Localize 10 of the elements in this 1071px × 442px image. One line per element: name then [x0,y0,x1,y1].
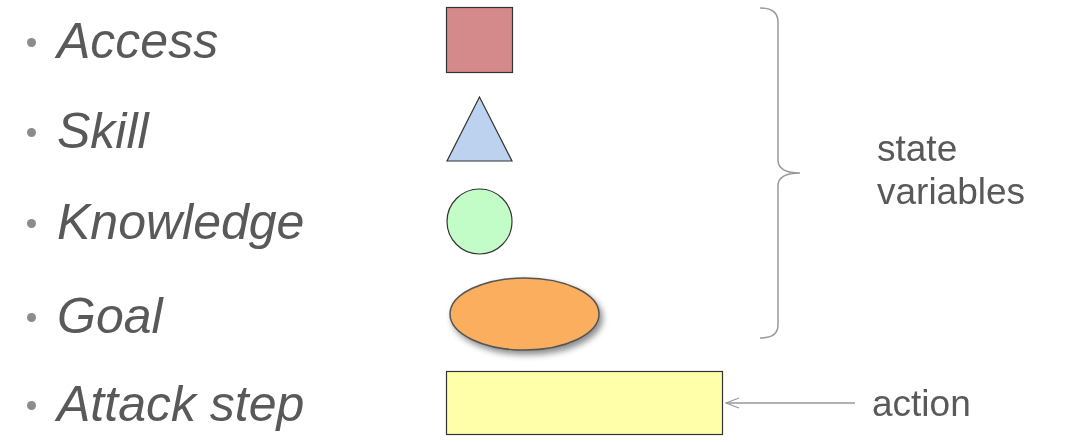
rectangle-symbol [446,371,723,435]
triangle-symbol [446,96,513,162]
circle-symbol [446,188,513,255]
bracket-label: state variables [877,127,1027,213]
arrow [725,397,856,409]
action-label: action [872,382,971,425]
list-item: Knowledge [57,193,305,251]
list-item: Skill [57,102,149,160]
list-item: Goal [57,287,163,345]
square-symbol [446,7,513,73]
